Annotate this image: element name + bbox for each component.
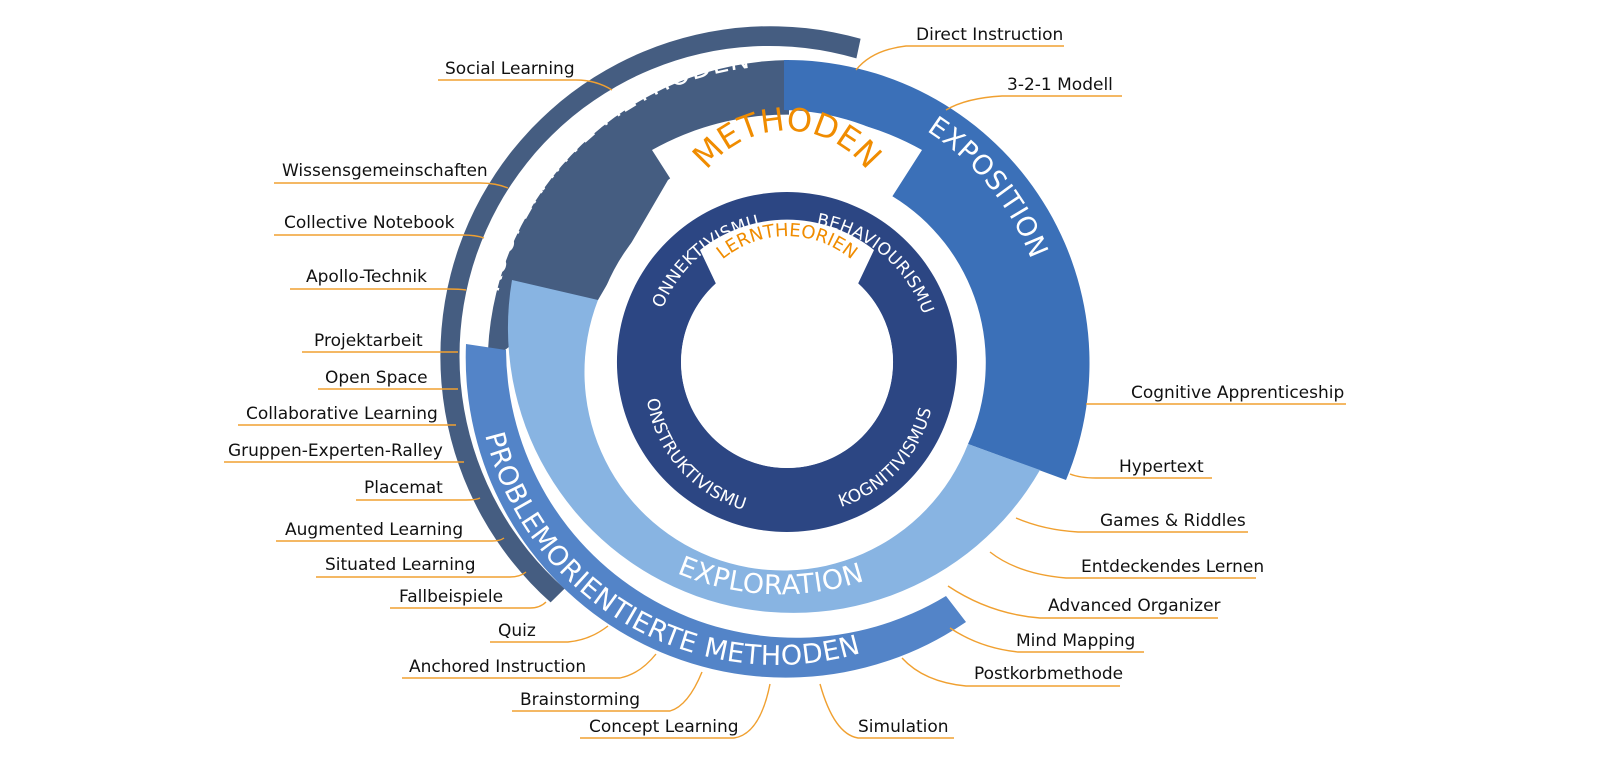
method-label: Cognitive Apprenticeship [1131, 383, 1344, 403]
method-label: Mind Mapping [1016, 631, 1135, 651]
methods-left: Social Learning Wissensgemeinschaften Co… [228, 59, 739, 737]
method-label: Collective Notebook [284, 213, 455, 233]
leaders-left [224, 79, 771, 739]
method-label: Direct Instruction [916, 25, 1063, 45]
method-label: Postkorbmethode [974, 664, 1123, 684]
method-label: Open Space [325, 368, 428, 388]
method-label: 3-2-1 Modell [1007, 75, 1113, 95]
method-label: Apollo-Technik [306, 267, 427, 287]
method-label: Entdeckendes Lernen [1081, 557, 1264, 577]
method-label: Social Learning [445, 59, 575, 79]
method-label: Simulation [858, 717, 949, 737]
methods-right: Direct Instruction 3-2-1 Modell Cognitiv… [858, 25, 1344, 737]
method-label: Concept Learning [589, 717, 739, 737]
method-label: Placemat [364, 478, 443, 498]
method-label: Advanced Organizer [1048, 596, 1221, 616]
method-label: Projektarbeit [314, 331, 423, 351]
segment-exploration [507, 280, 1040, 613]
segment-exposition [784, 59, 1090, 480]
leaders-right [819, 45, 1346, 739]
method-label: Gruppen-Experten-Ralley [228, 441, 443, 461]
method-label: Situated Learning [325, 555, 476, 575]
method-label: Hypertext [1119, 457, 1204, 477]
method-label: Quiz [498, 621, 536, 641]
method-label: Wissensgemeinschaften [282, 161, 488, 181]
method-label: Collaborative Learning [246, 404, 438, 424]
method-label: Anchored Instruction [409, 657, 586, 677]
method-label: Games & Riddles [1100, 511, 1246, 531]
segment-problemorientierte-methoden [465, 344, 966, 678]
method-label: Augmented Learning [285, 520, 463, 540]
method-label: Brainstorming [520, 690, 640, 710]
method-label: Fallbeispiele [399, 587, 503, 607]
ring-lerntheorien [616, 192, 957, 532]
